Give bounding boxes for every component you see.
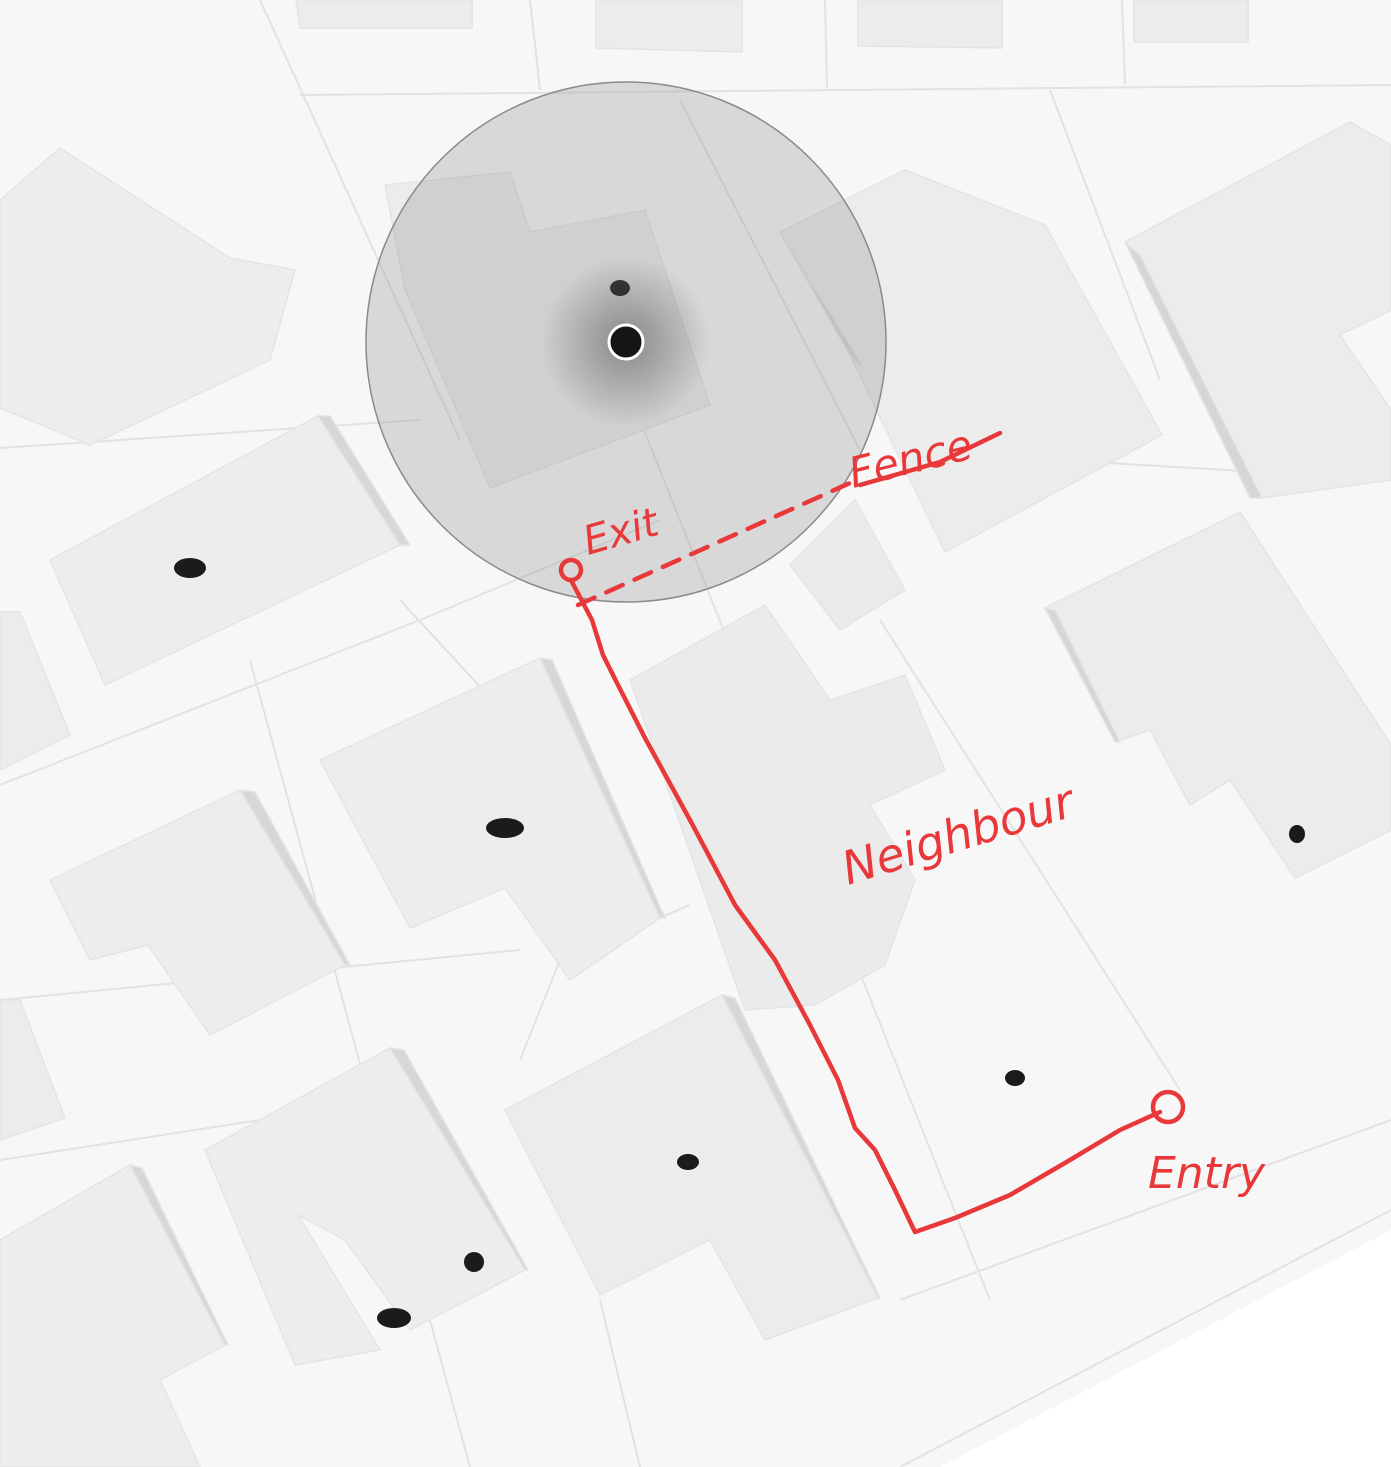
- building: [204, 1046, 527, 1366]
- building: [0, 147, 296, 446]
- building: [1123, 121, 1391, 499]
- building: [0, 1163, 227, 1467]
- building-wall: [720, 993, 882, 1299]
- building-wall: [316, 415, 412, 546]
- building-wall: [1124, 241, 1264, 499]
- building: [48, 789, 347, 1036]
- road-edge: [899, 1209, 1391, 1467]
- fence-line: [575, 480, 853, 608]
- building: [0, 999, 66, 1141]
- building-wall: [128, 1163, 230, 1346]
- route-line: [569, 579, 1163, 1235]
- annotations: [558, 430, 1186, 1235]
- property-marker: [1289, 825, 1305, 843]
- building-wall: [779, 231, 866, 371]
- building: [0, 611, 71, 771]
- property-marker: [677, 1154, 699, 1170]
- property-marker: [377, 1308, 411, 1328]
- building: [857, 0, 1003, 49]
- entry-marker-icon: [1150, 1089, 1186, 1125]
- exit-marker-icon: [558, 557, 584, 583]
- road: [940, 1230, 1391, 1467]
- location-dot-icon[interactable]: [607, 323, 645, 361]
- building-wall: [538, 657, 667, 919]
- property-marker: [1005, 1070, 1025, 1086]
- property-marker: [486, 818, 524, 838]
- entry-label: Entry: [1148, 1148, 1266, 1199]
- building: [629, 604, 946, 1011]
- building-wall: [388, 1047, 530, 1271]
- building-wall: [238, 789, 352, 966]
- building: [1133, 0, 1249, 43]
- property-marker: [464, 1252, 484, 1272]
- property-marker: [174, 558, 206, 578]
- building-wall: [1043, 606, 1122, 743]
- building: [595, 0, 743, 53]
- building: [789, 498, 907, 631]
- building: [318, 657, 661, 982]
- fence-underline: [857, 430, 1003, 488]
- building: [295, 0, 473, 29]
- building: [1043, 511, 1391, 879]
